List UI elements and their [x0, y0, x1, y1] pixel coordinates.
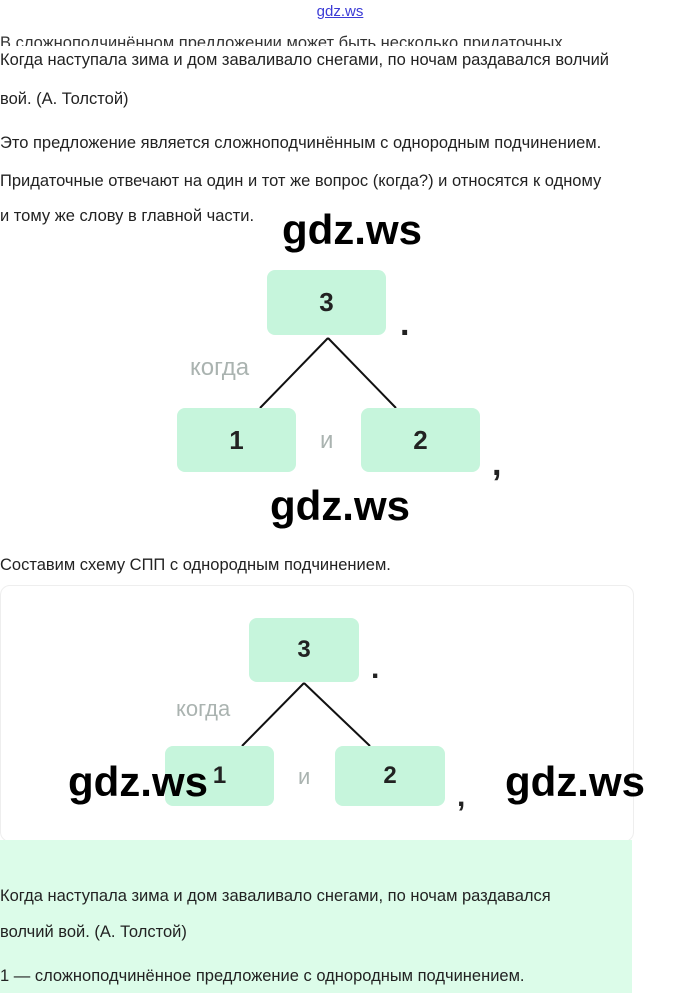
watermark: gdz.ws — [270, 482, 411, 529]
diagram-2-lines — [241, 682, 371, 747]
example-line: Когда наступала зима и дом заваливало сн… — [0, 51, 610, 69]
watermark-link[interactable]: gdz.ws — [316, 3, 364, 20]
period-mark: . — [400, 305, 410, 343]
comma-mark: , — [492, 445, 502, 483]
watermark: gdz.ws — [68, 758, 209, 805]
conjunction-label: и — [320, 427, 334, 454]
explanation-line: и тому же слову в главной части. — [0, 207, 255, 225]
question-label: когда — [190, 354, 250, 381]
subordinate-box-2: 2 — [361, 408, 480, 472]
example-line: вой. (А. Толстой) — [0, 90, 129, 108]
subordinate-box-2: 2 — [335, 746, 445, 806]
intro-text-cut: В сложноподчинённом предложении может бы… — [0, 34, 563, 46]
main-clause-box: 3 — [249, 618, 359, 682]
explanation-line: Это предложение является сложноподчинённ… — [0, 134, 602, 152]
question-label: когда — [176, 696, 231, 721]
diagram-lines — [259, 337, 397, 409]
subordinate-box-1: 1 — [165, 746, 274, 806]
watermark: gdz.ws — [282, 206, 423, 253]
compose-label: Составим схему СПП с однородным подчинен… — [0, 556, 391, 574]
answer-section — [0, 840, 632, 993]
period-mark: . — [371, 652, 380, 685]
watermark: gdz.ws — [505, 758, 646, 805]
answer-line: 1 — сложноподчинённое предложение с одно… — [0, 967, 525, 985]
conjunction-label: и — [298, 764, 311, 789]
answer-line: Когда наступала зима и дом заваливало сн… — [0, 887, 551, 905]
main-clause-box: 3 — [267, 270, 386, 335]
answer-line: волчий вой. (А. Толстой) — [0, 923, 187, 941]
subordinate-box-1: 1 — [177, 408, 296, 472]
comma-mark: , — [457, 780, 466, 813]
explanation-line: Придаточные отвечают на один и тот же во… — [0, 172, 602, 190]
